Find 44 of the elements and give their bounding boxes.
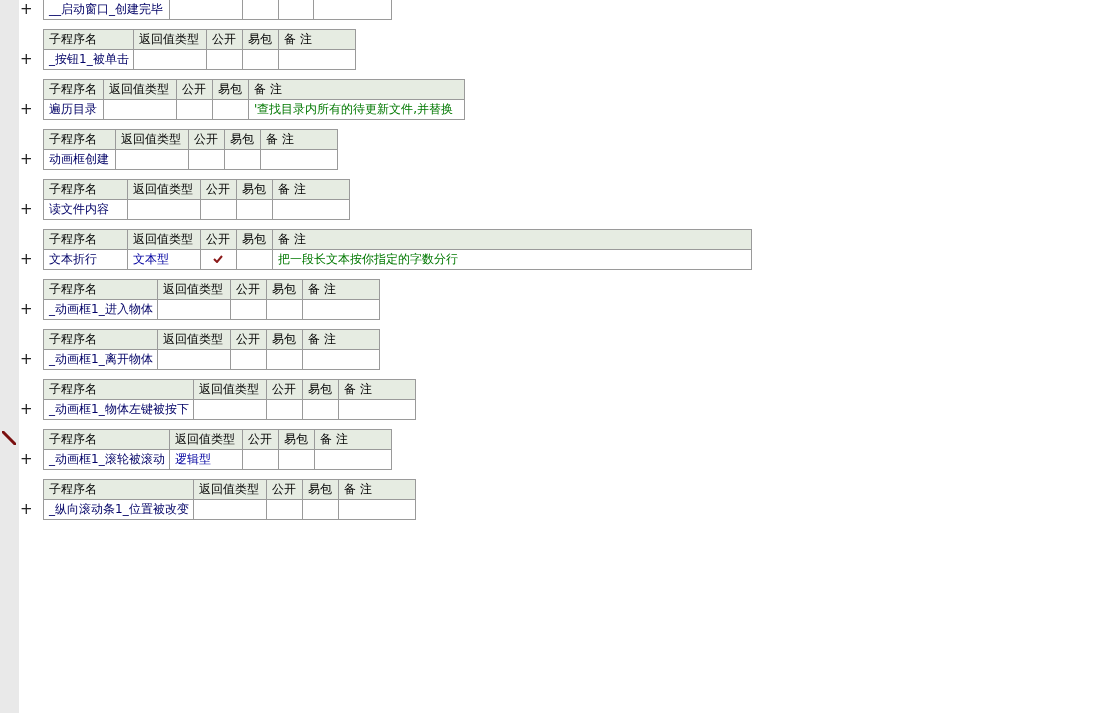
expand-toggle: +	[20, 152, 32, 166]
expand-toggle: +	[20, 202, 32, 216]
header-cell: 备 注	[278, 29, 356, 50]
header-cell: 返回值类型	[127, 179, 201, 200]
header-cell: 返回值类型	[193, 379, 267, 400]
header-cell: 返回值类型	[157, 279, 231, 300]
header-cell: 备 注	[260, 129, 338, 150]
table-cell: _纵向滚动条1_位置被改变	[43, 499, 194, 520]
header-cell: 备 注	[338, 479, 416, 500]
expand-toggle: +	[20, 52, 32, 66]
table-cell: 读文件内容	[43, 199, 128, 220]
header-cell: 返回值类型	[115, 129, 189, 150]
table-cell: 把一段长文本按你指定的字数分行	[272, 249, 752, 270]
expand-toggle: +	[20, 502, 32, 516]
header-cell: 返回值类型	[127, 229, 201, 250]
table-cell: 遍历目录	[43, 99, 104, 120]
table-cell: 文本折行	[43, 249, 128, 270]
table-cell: _动画框1_滚轮被滚动	[43, 449, 170, 470]
header-cell: 返回值类型	[103, 79, 177, 100]
header-cell: 返回值类型	[157, 329, 231, 350]
header-cell: 备 注	[314, 429, 392, 450]
expand-toggle: +	[20, 352, 32, 366]
header-cell: 返回值类型	[193, 479, 267, 500]
expand-toggle: +	[20, 452, 32, 466]
table-cell: _动画框1_进入物体	[43, 299, 158, 320]
expand-toggle: +	[20, 252, 32, 266]
table-cell: 动画框创建	[43, 149, 116, 170]
header-cell: 备 注	[302, 329, 380, 350]
header-cell: 备 注	[272, 179, 350, 200]
table-cell: _动画框1_离开物体	[43, 349, 158, 370]
table-cell: _动画框1_物体左键被按下	[43, 399, 194, 420]
expand-toggle: +	[20, 402, 32, 416]
table-cell: _按钮1_被单击	[43, 49, 134, 70]
header-cell: 备 注	[302, 279, 380, 300]
header-cell: 备 注	[338, 379, 416, 400]
header-cell: 备 注	[272, 229, 752, 250]
header-cell: 返回值类型	[133, 29, 207, 50]
expand-toggle: +	[20, 102, 32, 116]
expand-toggle: +	[20, 2, 32, 16]
header-cell: 备 注	[248, 79, 465, 100]
expand-toggle: +	[20, 302, 32, 316]
table-cell: __启动窗口_创建完毕	[43, 0, 170, 20]
header-cell: 返回值类型	[169, 429, 243, 450]
table-cell: '查找目录内所有的待更新文件,并替换	[248, 99, 465, 120]
